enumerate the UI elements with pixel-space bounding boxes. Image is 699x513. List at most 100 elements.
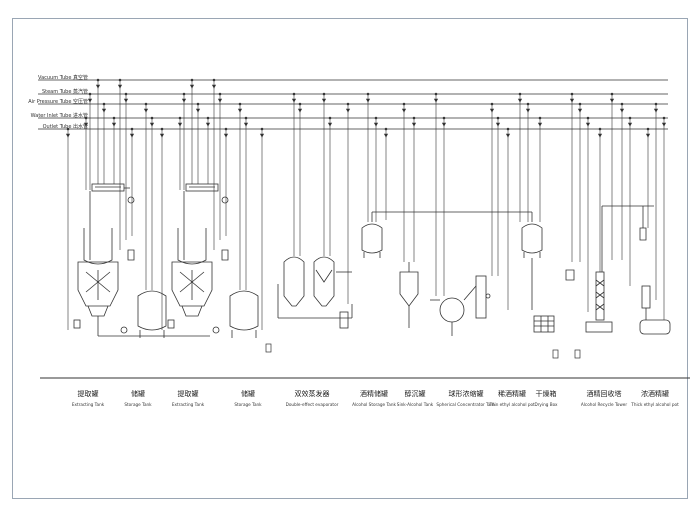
pipe-junction [384,127,388,131]
pipe-junction [144,102,148,106]
valves [265,343,581,359]
pipe-junction [160,127,164,131]
extracting-tank-1 [77,183,210,337]
pipe-junction [66,127,70,131]
pipe-junction [224,127,228,131]
equipment-label-en: Storage Tank [124,402,152,407]
flow-arrow [577,108,583,113]
pipe-junction [518,92,522,96]
flow-arrow [143,108,149,113]
pipe-junction [366,92,370,96]
pipe-junction [178,116,182,120]
drying-box [533,269,575,333]
flow-arrow [401,108,407,113]
pipe-junction [412,116,416,120]
pipe-junction [610,92,614,96]
equipment-label-cn: 球形浓缩罐 [449,389,484,398]
pipe-junction [628,116,632,120]
equipment-label-cn: 储罐 [241,389,255,398]
pipe-junction [196,102,200,106]
pipe-junction [118,78,122,82]
flow-arrow [373,122,379,127]
pipe-junction [206,116,210,120]
flow-arrow [111,122,117,127]
equipment-label-en: Thin ethyl alcohol pot [488,402,535,407]
flow-arrow [517,98,523,103]
pipe-label-steam: Steam Tube 蒸汽管 [42,88,88,95]
equipment-label-en: Alcohol Storage Tank [352,402,396,407]
pipe-label-water: Water Inlet Tube 进水管 [31,112,88,119]
pipe-junction [442,116,446,120]
pipe-junction [260,127,264,131]
equipment-label-cn: 浓酒精罐 [641,389,669,398]
flow-arrow [123,98,129,103]
pipe-junction [570,92,574,96]
pipe-junction [102,102,106,106]
pipe-junction [496,116,500,120]
flow-arrow [237,108,243,113]
flow-arrow [365,98,371,103]
pipe-labels: Vacuum Tube 真空管 Steam Tube 蒸汽管 Air Press… [28,74,88,130]
alcohol-recycle-tower [585,205,654,333]
flow-arrow [291,98,297,103]
storage-tank-1 [73,290,167,338]
flow-arrow [569,98,575,103]
equipment-label-en: Alcohol Recycle Tower [581,402,627,407]
pipe-junction [96,78,100,82]
flow-arrow [101,108,107,113]
flow-arrow [327,122,333,127]
flow-arrow [585,122,591,127]
pipe-junction [112,116,116,120]
flow-arrow [189,84,195,89]
flow-arrow [345,108,351,113]
pipe-label-outlet: Outlet Tube 出水管 [43,123,88,130]
flow-arrow [495,122,501,127]
pipe-junction [506,127,510,131]
pipe-junction [538,116,542,120]
flow-arrow [83,122,89,127]
storage-tank-2 [167,290,259,338]
equipment-label-en: Double-effect evaporator [286,402,339,407]
pipe-junction [578,102,582,106]
flow-arrow [537,122,543,127]
equipment-label-en: Drying Box [534,402,558,407]
equipment-label-en: Thick ethyl alcohol pot [630,402,679,407]
equipment-label-cn: 稀酒精罐 [498,389,526,398]
flow-arrow [609,98,615,103]
flow-arrow [653,108,659,113]
alcohol-storage-tank [361,211,400,258]
flow-arrow [181,98,187,103]
pipe-junction [490,102,494,106]
flow-arrow [411,122,417,127]
pipe-junction [212,78,216,82]
thin-alcohol-pot [400,211,543,310]
pipe-junction [646,127,650,131]
equipment-label-cn: 干燥箱 [536,389,557,398]
diagram-frame [12,18,688,499]
pipe-label-vacuum: Vacuum Tube 真空管 [38,74,88,81]
pipe-junction [84,116,88,120]
flow-arrow [259,133,265,138]
pipe-junction [130,127,134,131]
flow-arrow [205,122,211,127]
thick-alcohol-pot [639,206,671,335]
equipment-label-en: Storage Tank [234,402,262,407]
pipe-junction [598,127,602,131]
equipment-label-en: Sink-Alcohol Tank [397,402,434,407]
flow-arrow [117,84,123,89]
pipe-junction [298,102,302,106]
flow-arrow [195,108,201,113]
pipe-drops [65,78,667,330]
equipment-label-cn: 酒精储罐 [360,389,388,398]
flow-arrow [619,108,625,113]
pipe-junction [586,116,590,120]
flow-arrow [95,84,101,89]
spherical-concentrator [430,275,491,336]
flow-arrow [441,122,447,127]
equipment-label-cn: 醇沉罐 [405,389,426,398]
pipe-junction [238,102,242,106]
flow-arrow [597,133,603,138]
double-effect-evaporator [277,256,353,329]
